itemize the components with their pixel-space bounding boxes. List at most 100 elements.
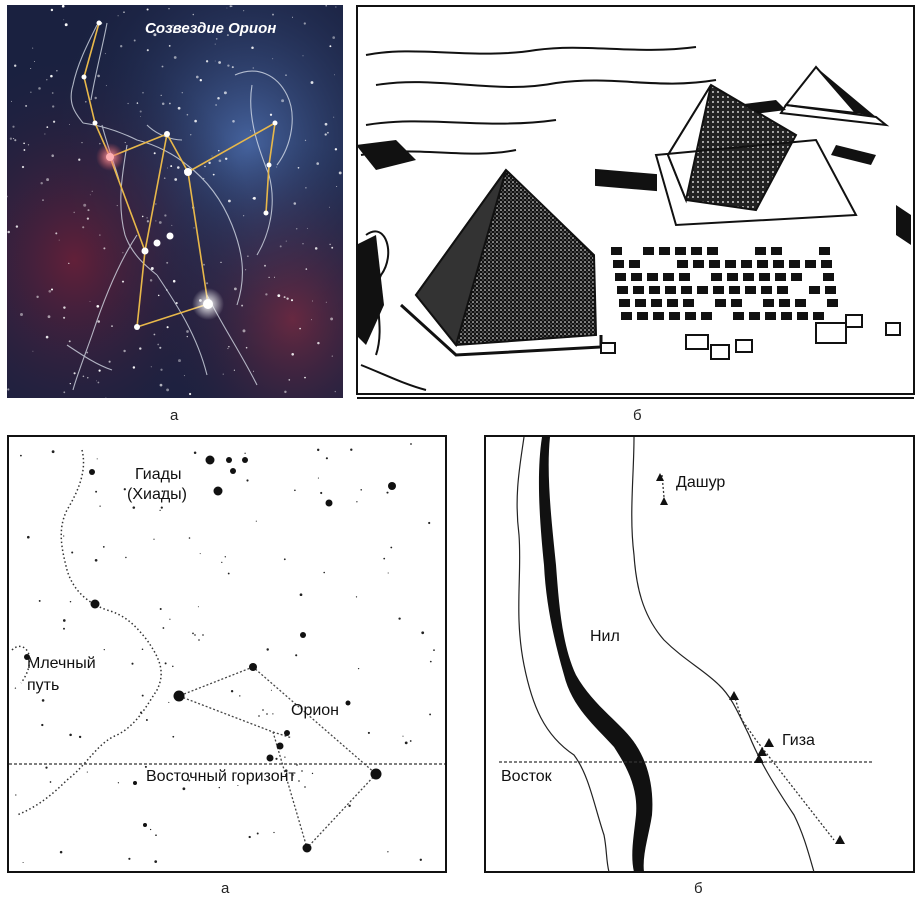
- background-star: [63, 316, 66, 319]
- giza-label: Гиза: [782, 732, 815, 749]
- faint-star: [123, 488, 126, 491]
- background-star: [139, 347, 142, 350]
- saiph-star: [134, 324, 140, 330]
- mastaba-tomb: [709, 260, 720, 268]
- faint-star: [404, 741, 408, 745]
- background-star: [311, 300, 314, 302]
- faint-star: [367, 731, 370, 734]
- background-star: [304, 139, 307, 142]
- pyramids-svg: [356, 5, 915, 400]
- shield-star: [263, 210, 269, 216]
- orion-constellation-svg: Созвездие Орион: [6, 4, 343, 398]
- background-star: [68, 340, 71, 343]
- background-star: [310, 81, 314, 84]
- faint-star: [284, 756, 286, 758]
- background-star: [324, 122, 328, 126]
- club-star: [96, 20, 102, 26]
- background-star: [153, 152, 156, 155]
- faint-star: [357, 667, 360, 670]
- faint-star: [386, 491, 389, 494]
- background-star: [231, 5, 233, 7]
- background-star: [325, 4, 327, 7]
- star-map-frame: [7, 435, 447, 873]
- background-star: [243, 215, 245, 217]
- background-star: [186, 335, 188, 338]
- background-star: [105, 396, 107, 398]
- background-star: [23, 149, 26, 151]
- faint-star: [78, 735, 82, 739]
- background-star: [120, 45, 123, 48]
- background-star: [13, 138, 15, 140]
- background-star: [89, 300, 91, 303]
- background-star: [139, 110, 142, 113]
- faint-star: [59, 850, 63, 854]
- faint-star: [383, 557, 386, 560]
- faint-star: [41, 699, 45, 702]
- mastaba-tomb: [775, 273, 786, 281]
- faint-star: [192, 632, 194, 635]
- mastaba-tomb: [725, 260, 736, 268]
- background-star: [51, 92, 54, 94]
- background-star: [38, 87, 41, 90]
- background-star: [159, 383, 163, 387]
- faint-star: [239, 695, 241, 697]
- faint-star: [103, 648, 105, 651]
- faint-stars: [14, 443, 435, 864]
- mastaba-tomb: [825, 286, 836, 294]
- faint-star: [433, 649, 435, 651]
- faint-star: [162, 627, 165, 629]
- faint-star: [14, 687, 17, 689]
- mastaba-tomb: [637, 312, 648, 320]
- faint-star: [49, 781, 52, 783]
- mastaba-tomb: [619, 299, 630, 307]
- background-star: [228, 199, 231, 203]
- faint-star: [141, 648, 144, 650]
- mastaba-tomb: [683, 299, 694, 307]
- background-star: [155, 220, 157, 222]
- background-star: [181, 92, 183, 94]
- star: [24, 654, 30, 660]
- faint-star: [317, 477, 319, 479]
- background-star: [293, 202, 297, 205]
- mastaba-tomb: [691, 247, 702, 255]
- background-star: [233, 369, 235, 371]
- mastaba-tomb: [647, 273, 658, 281]
- faint-star: [172, 735, 175, 738]
- faint-star: [125, 556, 127, 559]
- faint-star: [38, 599, 41, 602]
- background-star: [226, 34, 229, 37]
- faint-star: [131, 662, 134, 665]
- faint-star: [283, 558, 286, 561]
- faint-star: [221, 561, 223, 564]
- faint-star: [224, 556, 226, 558]
- background-star: [142, 91, 144, 94]
- background-star: [97, 320, 100, 323]
- background-star: [64, 23, 68, 27]
- buildings: [600, 314, 901, 360]
- mastaba-tomb: [805, 260, 816, 268]
- orion-constellation-illustration: Созвездие Орион: [6, 4, 343, 398]
- background-star: [48, 289, 52, 293]
- star: [89, 469, 95, 475]
- background-star: [252, 67, 254, 69]
- mastaba-tomb: [731, 299, 742, 307]
- mastaba-tomb: [635, 299, 646, 307]
- faint-star: [218, 786, 220, 789]
- faint-star: [320, 491, 323, 495]
- background-star: [50, 74, 53, 78]
- mastaba-tomb: [797, 312, 808, 320]
- background-star: [208, 161, 211, 165]
- faint-star: [275, 757, 278, 760]
- background-star: [21, 165, 25, 169]
- background-star: [172, 279, 176, 283]
- background-star: [295, 228, 298, 230]
- star: [345, 700, 351, 706]
- rigel-star: [370, 768, 382, 780]
- background-star: [82, 226, 85, 229]
- mastaba-tomb: [681, 286, 692, 294]
- background-star: [9, 137, 13, 140]
- background-star: [302, 243, 304, 245]
- nile-label: Нил: [590, 628, 620, 645]
- background-star: [229, 5, 232, 8]
- background-star: [277, 294, 281, 298]
